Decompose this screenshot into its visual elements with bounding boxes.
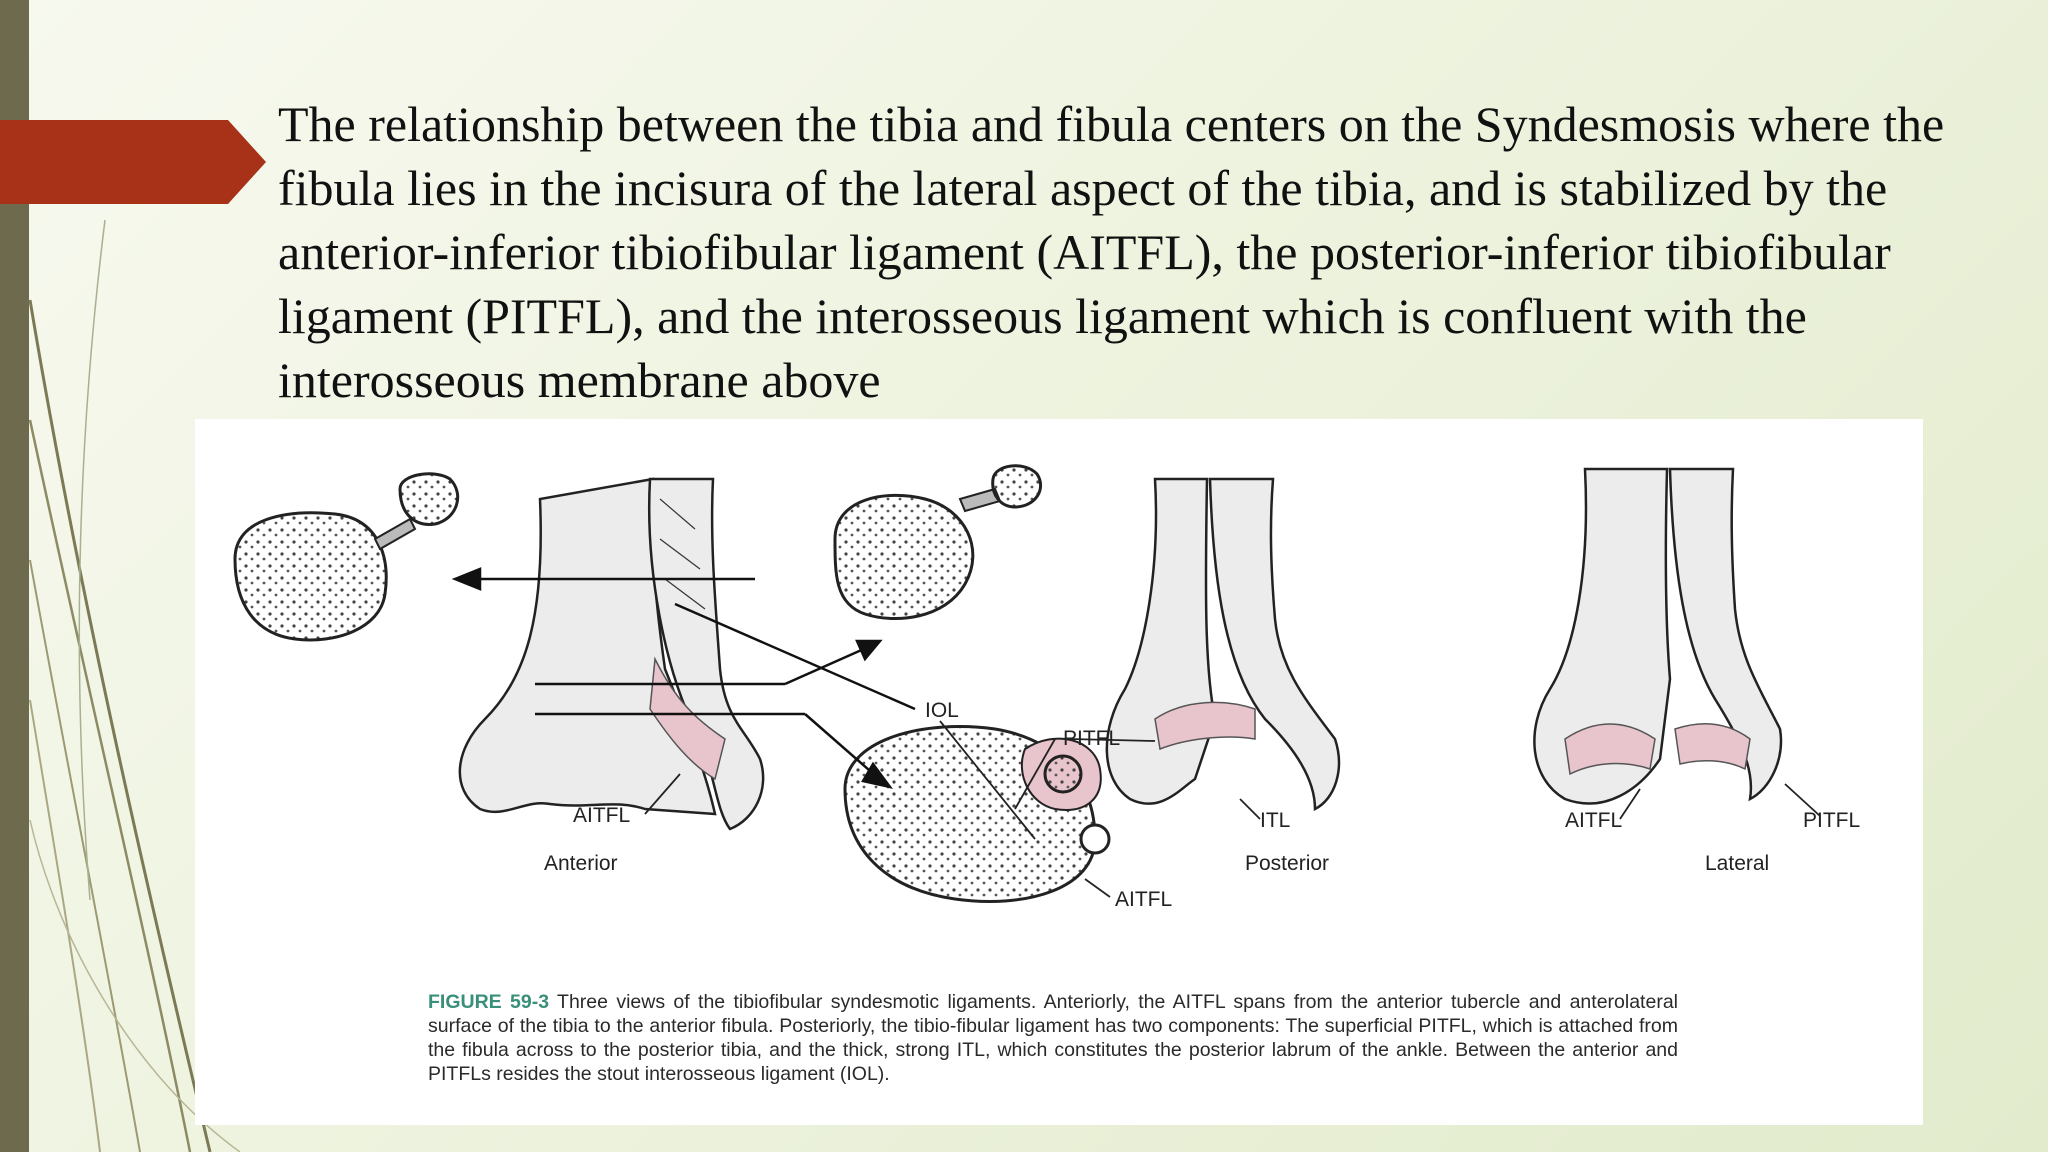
anterior-view-bones bbox=[458, 477, 765, 831]
posterior-view-bones bbox=[1105, 477, 1341, 812]
label-itl: ITL bbox=[1260, 809, 1290, 832]
label-pitfl-center: PITFL bbox=[1063, 727, 1120, 750]
figure-panel: IOL PITFL AITFL AITFL ITL AITFL PITFL An… bbox=[195, 419, 1923, 1125]
lateral-view-bones bbox=[1533, 467, 1783, 805]
decorative-lines bbox=[28, 219, 241, 1152]
figure-number: FIGURE 59-3 bbox=[428, 991, 550, 1013]
label-leader-lines bbox=[644, 720, 1821, 898]
label-iol: IOL bbox=[925, 699, 959, 722]
label-aitfl-lateral: AITFL bbox=[1565, 809, 1622, 832]
label-aitfl-anterior: AITFL bbox=[573, 804, 630, 827]
axial-section-upper-middle bbox=[833, 464, 1043, 620]
slide-body-text: The relationship between the tibia and f… bbox=[278, 96, 1945, 408]
syndesmosis-illustration: IOL PITFL AITFL AITFL ITL AITFL PITFL An… bbox=[233, 464, 1860, 911]
axial-section-lower bbox=[843, 725, 1111, 903]
accent-arrow-banner bbox=[0, 120, 266, 204]
label-aitfl-axial: AITFL bbox=[1115, 888, 1172, 911]
leader-arrows bbox=[451, 567, 916, 789]
axial-section-upper-left bbox=[233, 472, 460, 642]
view-label-posterior: Posterior bbox=[1245, 852, 1329, 875]
view-label-anterior: Anterior bbox=[544, 852, 618, 875]
figure-caption-text: Three views of the tibiofibular syndesmo… bbox=[428, 991, 1678, 1085]
label-pitfl-lateral: PITFL bbox=[1803, 809, 1860, 832]
view-label-lateral: Lateral bbox=[1705, 852, 1769, 875]
